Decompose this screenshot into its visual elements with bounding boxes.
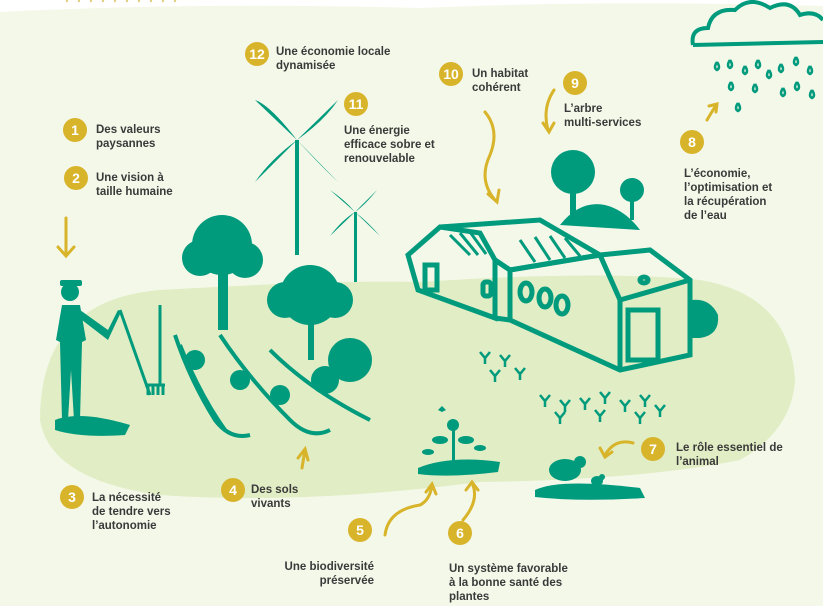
vegetable-bed-bushes <box>185 338 372 405</box>
label-6: Un système favorable à la bonne santé de… <box>449 563 568 603</box>
arrow-to-soil <box>296 445 310 470</box>
badge-9: 9 <box>563 71 587 95</box>
arrow-to-farmer <box>56 216 76 259</box>
badge-11: 11 <box>344 92 368 116</box>
arrow-to-rain <box>705 102 719 122</box>
badge-5: 5 <box>348 518 372 542</box>
label-5: Une biodiversité préservée <box>284 561 374 587</box>
label-9: L’arbre multi-services <box>564 103 642 129</box>
badge-1: 1 <box>63 118 87 142</box>
roof-hatching <box>448 231 582 263</box>
label-3: La nécessité de tendre vers l’autonomie <box>92 492 171 532</box>
label-12: Une économie locale dynamisée <box>276 46 391 72</box>
flowering-plants <box>418 406 500 476</box>
badge-10: 10 <box>439 62 463 86</box>
badge-3: 3 <box>60 485 84 509</box>
farmhouse <box>405 217 693 373</box>
rooftop-trees <box>551 150 644 230</box>
sprouts <box>479 351 666 424</box>
arrow-to-tree <box>541 88 556 135</box>
rake <box>118 305 165 396</box>
green-hill <box>40 275 795 499</box>
wind-turbine-small <box>330 190 380 282</box>
water-tank <box>692 299 719 338</box>
badge-7: 7 <box>641 437 665 461</box>
rain-cloud <box>690 0 823 47</box>
label-1: Des valeurs paysannes <box>96 124 161 150</box>
wind-turbine-large <box>255 100 338 255</box>
label-7: Le rôle essentiel de l’animal <box>676 442 783 468</box>
label-10: Un habitat cohérent <box>472 68 529 94</box>
yellow-arrows <box>56 88 719 537</box>
badge-12: 12 <box>245 42 269 66</box>
label-4: Des sols vivants <box>251 484 299 510</box>
label-11: Une énergie efficace sobre et renouvelab… <box>344 125 435 165</box>
badge-4: 4 <box>221 478 245 502</box>
label-2: Une vision à taille humaine <box>96 172 173 198</box>
fruit-tree-left <box>182 215 263 330</box>
label-8: L’économie, l’optimisation et la récupér… <box>684 168 773 222</box>
arrow-5 <box>383 480 438 537</box>
badge-6: 6 <box>448 521 472 545</box>
rain-drops <box>713 56 816 113</box>
arrow-to-house <box>483 110 501 205</box>
fruit-tree-right <box>267 265 353 360</box>
badge-8: 8 <box>680 130 704 154</box>
ground-left <box>55 416 130 436</box>
dotted-line-decoration <box>65 0 177 3</box>
arrow-7 <box>598 440 635 460</box>
hens <box>535 456 645 500</box>
badge-2: 2 <box>64 166 88 190</box>
arrow-6 <box>461 479 480 522</box>
farmer <box>56 280 121 420</box>
